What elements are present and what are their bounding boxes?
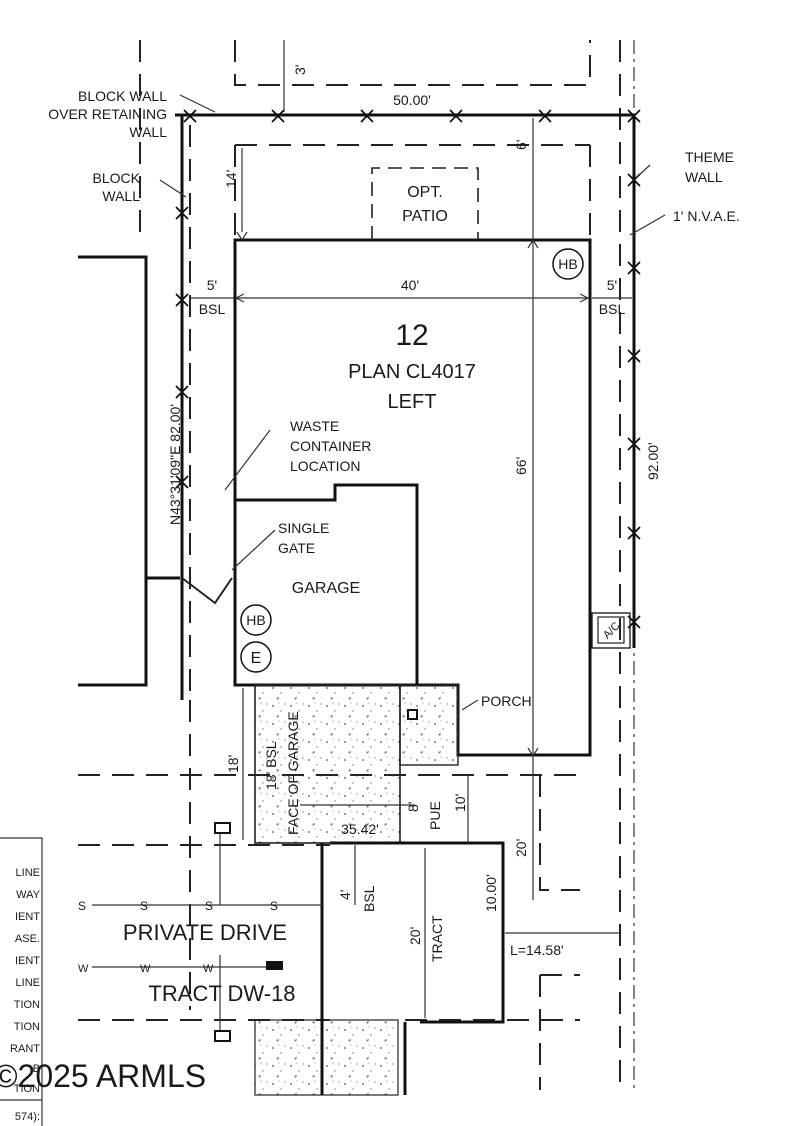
legend-line-10: B bbox=[33, 1063, 40, 1075]
front-18-dim: 18' bbox=[225, 755, 241, 773]
block-wall-left-label: BLOCK bbox=[93, 170, 141, 186]
side-right-dim: 5' bbox=[607, 277, 617, 293]
pue-10-dim: 10' bbox=[452, 794, 468, 812]
front-18-bsl-dim: 18' BSL bbox=[263, 741, 279, 790]
dimension-lines bbox=[159, 40, 666, 1018]
utility-lines bbox=[92, 822, 322, 1042]
block-wall-left-label-2: WALL bbox=[102, 188, 140, 204]
nvae-label: 1' N.V.A.E. bbox=[673, 208, 740, 224]
legend-line-5: IENT bbox=[15, 955, 40, 967]
hose-bib-icon: HB bbox=[240, 604, 272, 636]
drive-bsl-label: BSL bbox=[361, 885, 377, 912]
sewer-marker: S bbox=[78, 899, 86, 913]
legend-line-3: IENT bbox=[15, 911, 40, 923]
sewer-marker: S bbox=[205, 899, 213, 913]
legend-line-8: TION bbox=[14, 1021, 40, 1033]
legend-box: LINE WAY IENT ASE. IENT LINE TION TION R… bbox=[0, 837, 43, 1126]
theme-wall-label-2: WALL bbox=[685, 169, 723, 185]
driveway bbox=[254, 684, 459, 1096]
lot-number: 12 bbox=[395, 319, 428, 352]
plan-name: PLAN CL4017 bbox=[348, 361, 476, 383]
pue-8-dim: 8' bbox=[405, 802, 421, 812]
opt-patio-label: OPT. bbox=[407, 184, 443, 201]
bsl-3-dim: 3' bbox=[292, 65, 308, 75]
face-of-garage-label: FACE OF GARAGE bbox=[285, 711, 301, 835]
tract-20-v-dim: 20' bbox=[513, 839, 529, 857]
watermark: ©2025 ARMLS bbox=[0, 1058, 206, 1094]
electric-label: E bbox=[251, 650, 262, 667]
tract-20-dim: 20' bbox=[407, 927, 423, 945]
sewer-marker: S bbox=[270, 899, 278, 913]
water-marker: W bbox=[78, 963, 89, 975]
frontage-dim: 35.42' bbox=[341, 821, 379, 837]
arc-length-dim: L=14.58' bbox=[510, 942, 564, 958]
hose-bib-label-rear: HB bbox=[558, 256, 577, 272]
legend-line-9: RANT bbox=[10, 1043, 40, 1055]
legend-line-2: WAY bbox=[16, 889, 40, 901]
legend-line-4: ASE. bbox=[15, 933, 40, 945]
tract bbox=[320, 841, 505, 1095]
right-length-dim: 92.00' bbox=[645, 442, 661, 480]
water-marker: W bbox=[140, 963, 151, 975]
theme-wall-label: THEME bbox=[685, 149, 734, 165]
waste-label: WASTE bbox=[290, 418, 339, 434]
gate-label: SINGLE bbox=[278, 520, 329, 536]
electric-meter-icon: E bbox=[240, 641, 272, 673]
hose-bib-label-garage: HB bbox=[246, 612, 265, 628]
garage-label: GARAGE bbox=[292, 580, 360, 597]
water-marker: W bbox=[203, 963, 214, 975]
legend-line-12: 574): bbox=[15, 1111, 40, 1123]
drive-4-dim: 4' bbox=[337, 890, 353, 900]
top-width-dim: 50.00' bbox=[393, 92, 431, 108]
left-rear-dim: 14' bbox=[223, 170, 239, 188]
side-left-dim: 5' bbox=[207, 277, 217, 293]
waste-label-2: CONTAINER bbox=[290, 438, 371, 454]
legend-line-7: TION bbox=[14, 999, 40, 1011]
over-retaining-label: OVER RETAINING bbox=[48, 106, 167, 122]
bsl-left-label: BSL bbox=[199, 301, 226, 317]
rear-setback-dim: 6' bbox=[513, 140, 529, 150]
legend-line-6: LINE bbox=[16, 977, 40, 989]
house-width-dim: 40' bbox=[401, 277, 419, 293]
gate-label-2: GATE bbox=[278, 540, 315, 556]
legend-line-1: LINE bbox=[16, 867, 40, 879]
private-drive-label: PRIVATE DRIVE bbox=[123, 920, 287, 945]
house-depth-dim: 66' bbox=[513, 457, 529, 475]
block-wall-label: BLOCK WALL bbox=[78, 88, 167, 104]
tract-10-dim: 10.00' bbox=[483, 874, 499, 912]
opt-patio-label-2: PATIO bbox=[402, 208, 448, 225]
hose-bib-icon: HB bbox=[552, 248, 584, 280]
bearing-dim: N43°31'09"E 82.00' bbox=[167, 404, 183, 525]
legend-line-11: TION bbox=[14, 1083, 40, 1095]
plan-side: LEFT bbox=[388, 391, 437, 413]
walls bbox=[78, 113, 636, 700]
porch-label: PORCH bbox=[481, 693, 532, 709]
sewer-marker: S bbox=[140, 899, 148, 913]
wall-markers bbox=[175, 109, 641, 629]
tract-dw-label: TRACT DW-18 bbox=[148, 981, 295, 1006]
waste-label-3: LOCATION bbox=[290, 458, 361, 474]
tract-label: TRACT bbox=[429, 915, 445, 962]
pue-label: PUE bbox=[427, 801, 443, 830]
bsl-right-label: BSL bbox=[599, 301, 626, 317]
over-retaining-wall-label: WALL bbox=[129, 124, 167, 140]
